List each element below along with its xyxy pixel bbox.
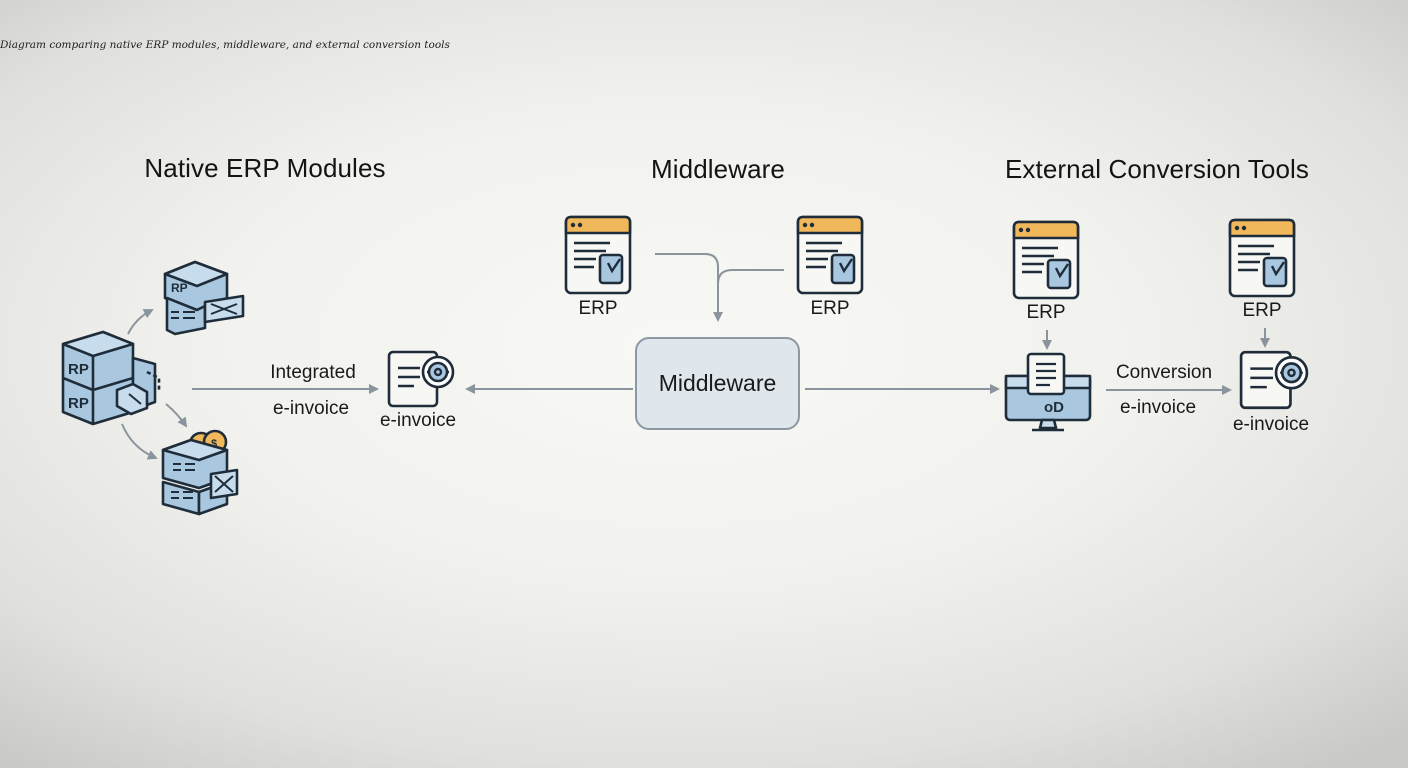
- svg-text:$: $: [211, 438, 217, 450]
- erp-window-icon-external-right: [1228, 218, 1296, 298]
- native-einvoice-label: e-invoice: [379, 410, 457, 431]
- conversion-flow-label-line1: Conversion: [1115, 362, 1213, 383]
- svg-text:oD: oD: [1044, 399, 1064, 416]
- middleware-erp-right-label: ERP: [810, 298, 850, 319]
- erp-window-icon-middleware-left: [564, 215, 632, 295]
- integrated-flow-label-line2: e-invoice: [272, 398, 350, 419]
- conversion-monitor-icon: oD: [1004, 352, 1092, 432]
- arrow-to-mid-module: [165, 403, 188, 428]
- erp-window-icon-external-left: [1012, 220, 1080, 300]
- e-invoice-document-icon: [387, 350, 455, 408]
- middleware-heading: Middleware: [651, 154, 785, 184]
- middleware-box-label: Middleware: [658, 370, 777, 396]
- e-invoice-document-icon-external: [1239, 350, 1309, 410]
- svg-text:RP: RP: [68, 361, 89, 378]
- external-erp-right-label: ERP: [1242, 300, 1282, 321]
- erp-module-stack-icon: RP RP RP $: [61, 260, 245, 516]
- arrow-to-bottom-module: [121, 423, 158, 460]
- middleware-box: Middleware: [635, 337, 800, 430]
- erp-window-icon-middleware-right: [796, 215, 864, 295]
- svg-text:RP: RP: [68, 395, 89, 412]
- middleware-erp-left-label: ERP: [578, 298, 618, 319]
- line-erp-right-to-middleware: [717, 269, 784, 285]
- conversion-flow-label-line2: e-invoice: [1119, 397, 1197, 418]
- external-tools-heading: External Conversion Tools: [1004, 154, 1310, 184]
- arrow-erp-left-to-middleware: [655, 253, 723, 322]
- arrow-to-top-module: [127, 309, 154, 335]
- external-einvoice-label: e-invoice: [1232, 414, 1310, 435]
- svg-text:RP: RP: [171, 281, 188, 295]
- native-erp-heading: Native ERP Modules: [144, 153, 386, 183]
- integrated-flow-label-line1: Integrated: [270, 362, 356, 383]
- external-erp-left-label: ERP: [1026, 302, 1066, 323]
- diagram-caption: Diagram comparing native ERP modules, mi…: [0, 39, 450, 51]
